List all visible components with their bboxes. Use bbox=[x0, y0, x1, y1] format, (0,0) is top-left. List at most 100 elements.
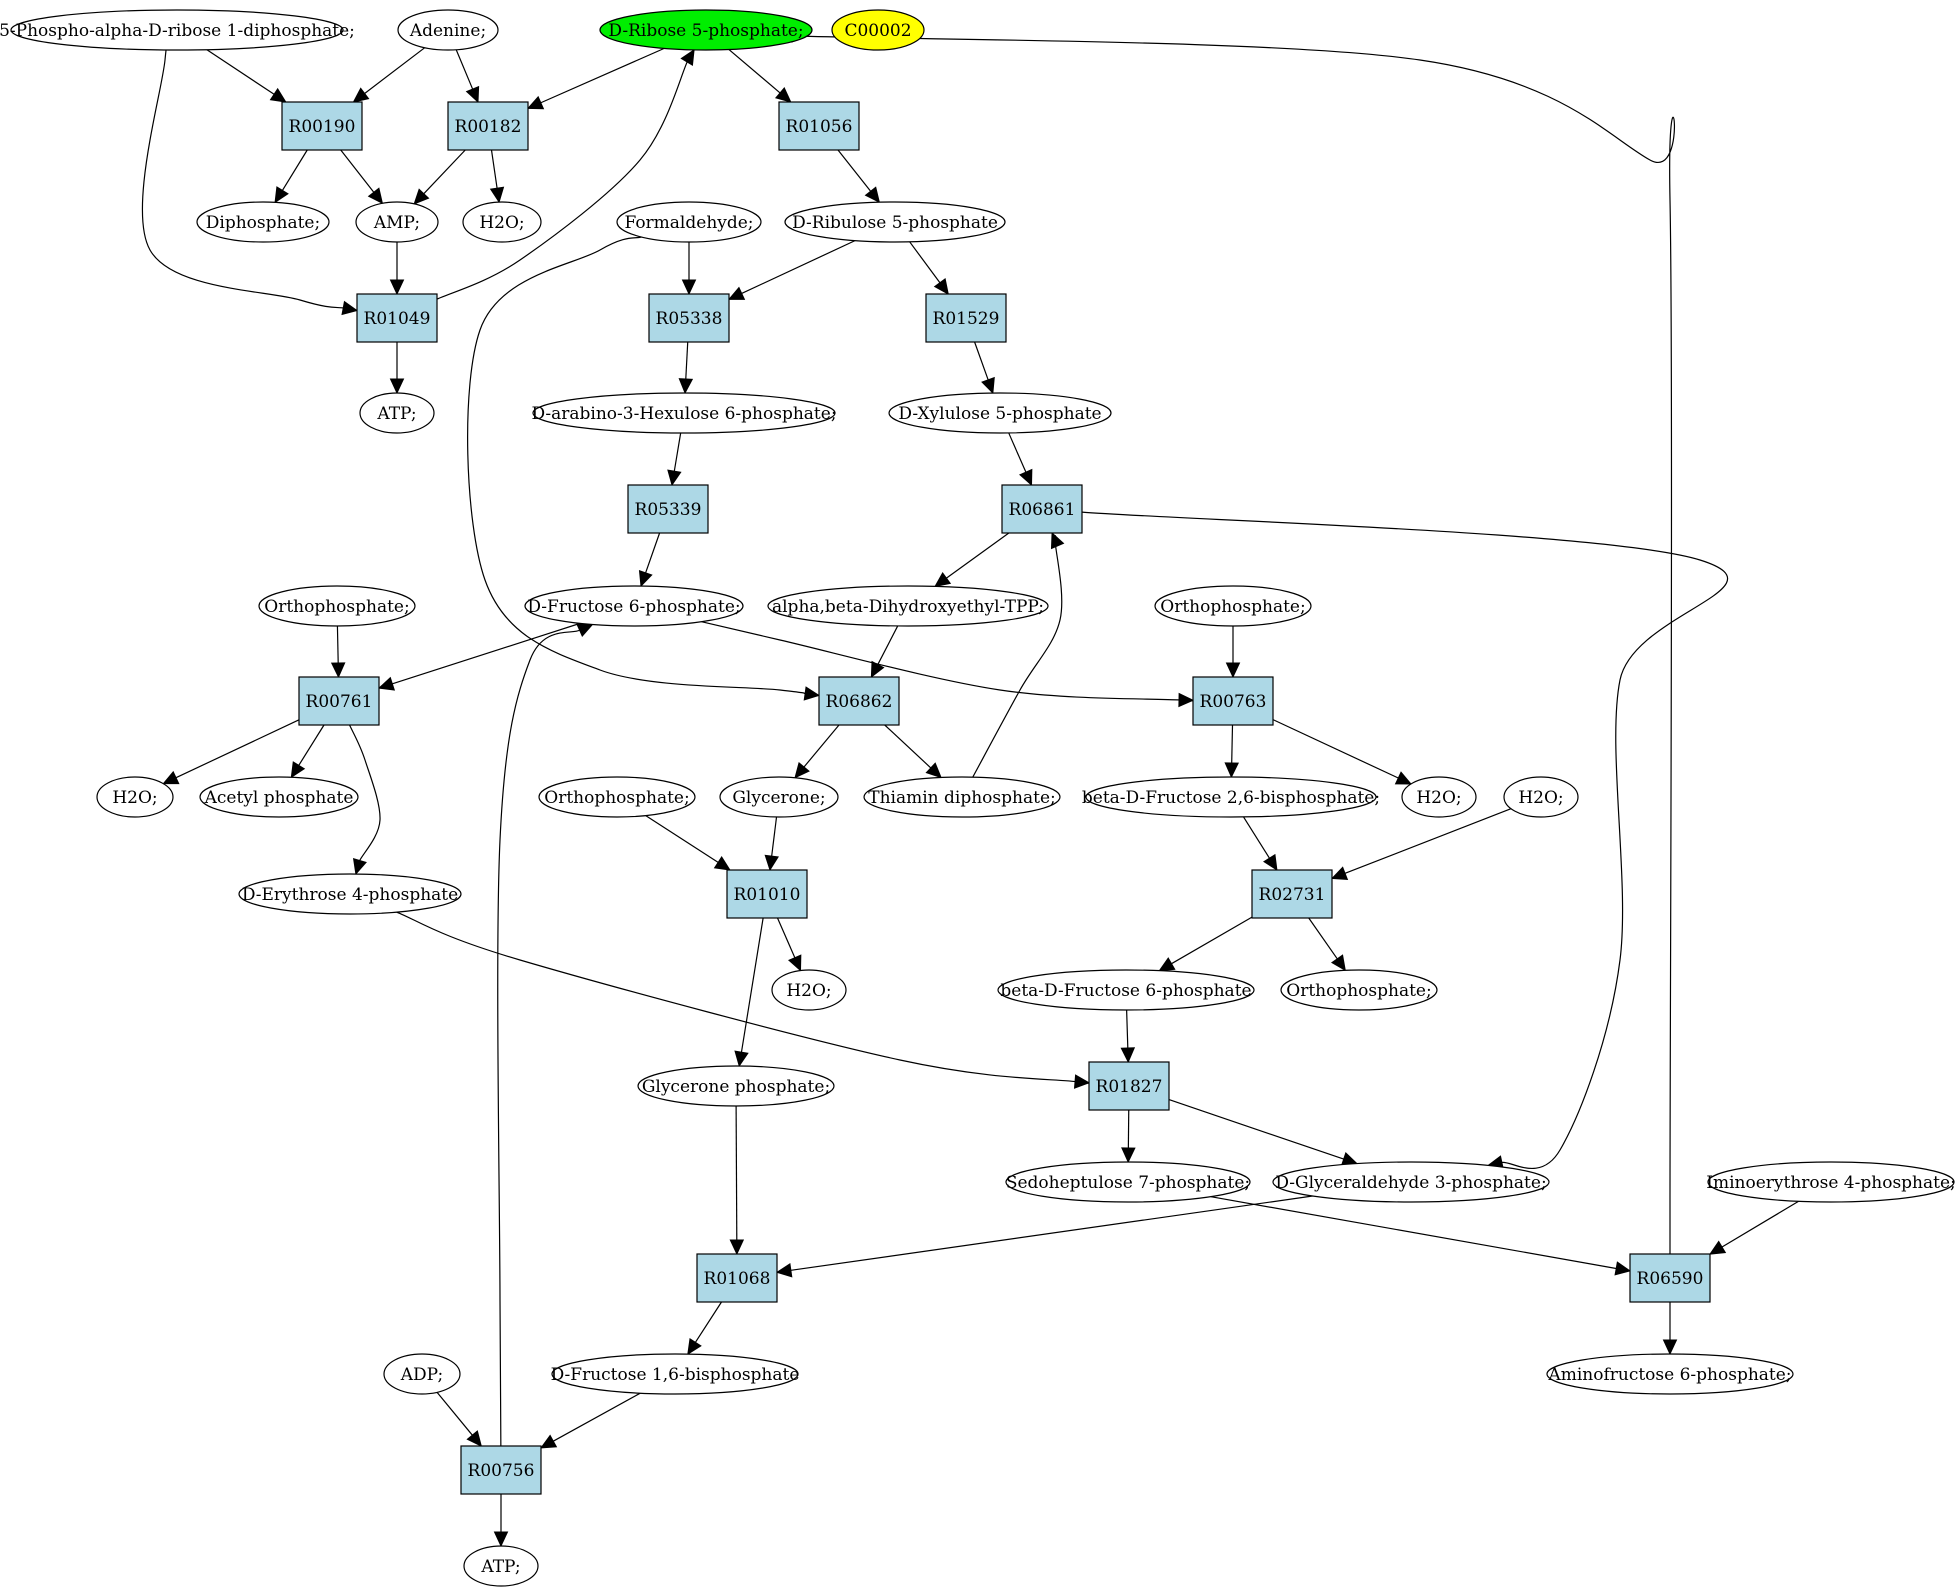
compound-node-atp_a[interactable]: ATP; bbox=[359, 392, 435, 434]
compound-node-ortho_c[interactable]: Orthophosphate; bbox=[538, 776, 696, 818]
compound-node-formaldehyde[interactable]: Formaldehyde; bbox=[616, 201, 762, 243]
node-label: Aminofructose 6-phosphate; bbox=[1547, 1365, 1791, 1385]
node-label: R00182 bbox=[455, 117, 522, 137]
edge-adenine-to-R00182 bbox=[455, 49, 480, 104]
compound-ellipse bbox=[1272, 1161, 1550, 1203]
edge-prpp-to-R00190 bbox=[206, 49, 287, 103]
compound-ellipse bbox=[1707, 1161, 1955, 1203]
compound-ellipse bbox=[616, 201, 762, 243]
edge-f6p-to-R00761 bbox=[377, 622, 581, 691]
node-label: Orthophosphate; bbox=[1160, 597, 1305, 617]
compound-ellipse bbox=[719, 776, 839, 818]
compound-ellipse bbox=[538, 776, 696, 818]
compound-node-amp[interactable]: AMP; bbox=[355, 201, 439, 243]
node-label: R01068 bbox=[704, 1269, 771, 1289]
compound-ellipse bbox=[199, 776, 359, 818]
edge-R06862-to-glycerone bbox=[794, 724, 840, 779]
reaction-node-R01010[interactable]: R01010 bbox=[726, 869, 808, 919]
compound-node-tpp_ab[interactable]: alpha,beta-Dihydroxyethyl-TPP; bbox=[767, 585, 1049, 627]
compound-node-c00002[interactable]: C00002 bbox=[831, 9, 925, 51]
reaction-box bbox=[696, 1253, 778, 1303]
edge-R06590-to-aminofru bbox=[1662, 1302, 1678, 1356]
compound-node-aminofru[interactable]: Aminofructose 6-phosphate; bbox=[1546, 1353, 1794, 1395]
node-label: C00002 bbox=[844, 21, 911, 41]
compound-ellipse bbox=[383, 1353, 461, 1395]
compound-node-glycerone[interactable]: Glycerone; bbox=[719, 776, 839, 818]
node-label: R02731 bbox=[1259, 885, 1326, 905]
reaction-node-R01056[interactable]: R01056 bbox=[778, 101, 860, 151]
node-label: Orthophosphate; bbox=[544, 788, 689, 808]
reaction-node-R00756[interactable]: R00756 bbox=[460, 1445, 542, 1495]
compound-node-r5p[interactable]: D-Ribose 5-phosphate; bbox=[599, 9, 813, 51]
compound-node-ru5p[interactable]: D-Ribulose 5-phosphate bbox=[784, 201, 1006, 243]
compound-node-adp[interactable]: ADP; bbox=[383, 1353, 461, 1395]
edge-h2o_d-to-R02731 bbox=[1330, 808, 1512, 880]
reaction-node-R06861[interactable]: R06861 bbox=[1001, 484, 1083, 534]
compound-node-prpp[interactable]: 5-Phospho-alpha-D-ribose 1-diphosphate; bbox=[0, 9, 355, 51]
compound-node-e4p[interactable]: D-Erythrose 4-phosphate bbox=[238, 873, 462, 915]
compound-node-bf26bp[interactable]: beta-D-Fructose 2,6-bisphosphate; bbox=[1082, 776, 1380, 818]
reaction-node-R01529[interactable]: R01529 bbox=[925, 293, 1007, 343]
compound-ellipse bbox=[1546, 1353, 1794, 1395]
node-label: Glycerone; bbox=[732, 788, 825, 808]
edge-R00763-to-h2o_c bbox=[1272, 719, 1413, 785]
compound-node-h2o_b[interactable]: H2O; bbox=[96, 776, 174, 818]
edge-R00756-to-f6p bbox=[497, 623, 594, 1447]
node-label: Glycerone phosphate; bbox=[642, 1077, 830, 1097]
node-label: beta-D-Fructose 6-phosphate bbox=[1000, 981, 1251, 1001]
edge-ortho_c-to-R01010 bbox=[645, 815, 731, 871]
compound-ellipse bbox=[355, 201, 439, 243]
compound-node-tpp[interactable]: Thiamin diphosphate; bbox=[863, 776, 1061, 818]
compound-node-s7p[interactable]: Sedoheptulose 7-phosphate; bbox=[1005, 1161, 1251, 1203]
reaction-node-R00190[interactable]: R00190 bbox=[281, 101, 363, 151]
reaction-node-R00761[interactable]: R00761 bbox=[298, 676, 380, 726]
compound-node-h2o_c[interactable]: H2O; bbox=[1401, 776, 1477, 818]
compound-ellipse bbox=[1503, 776, 1579, 818]
compound-node-atp_b[interactable]: ATP; bbox=[463, 1545, 539, 1587]
compound-node-fbp[interactable]: D-Fructose 1,6-bisphosphate bbox=[551, 1353, 800, 1395]
reaction-node-R05339[interactable]: R05339 bbox=[627, 484, 709, 534]
node-label: Orthophosphate; bbox=[264, 597, 409, 617]
compound-node-f6p[interactable]: D-Fructose 6-phosphate; bbox=[524, 585, 744, 627]
node-label: D-Ribose 5-phosphate; bbox=[608, 21, 803, 41]
node-label: Adenine; bbox=[409, 21, 486, 41]
compound-node-dhap[interactable]: Glycerone phosphate; bbox=[637, 1065, 835, 1107]
compound-node-bf6p[interactable]: beta-D-Fructose 6-phosphate bbox=[997, 969, 1255, 1011]
reaction-node-R01068[interactable]: R01068 bbox=[696, 1253, 778, 1303]
nodes-layer: 5-Phospho-alpha-D-ribose 1-diphosphate; A… bbox=[0, 9, 1956, 1587]
compound-node-h2o_a[interactable]: H2O; bbox=[462, 201, 542, 243]
edge-formaldehyde-to-R06862 bbox=[467, 236, 821, 701]
compound-node-iminoery[interactable]: Iminoerythrose 4-phosphate; bbox=[1706, 1161, 1956, 1203]
reaction-node-R00182[interactable]: R00182 bbox=[447, 101, 529, 151]
node-label: Diphosphate; bbox=[206, 213, 320, 233]
reaction-node-R06590[interactable]: R06590 bbox=[1629, 1253, 1711, 1303]
compound-node-ortho_b[interactable]: Orthophosphate; bbox=[1154, 585, 1312, 627]
reaction-box bbox=[447, 101, 529, 151]
reaction-node-R01049[interactable]: R01049 bbox=[356, 293, 438, 343]
edge-ortho_b-to-R00763 bbox=[1225, 626, 1241, 679]
compound-node-ortho_a[interactable]: Orthophosphate; bbox=[258, 585, 416, 627]
node-label: H2O; bbox=[112, 788, 157, 808]
reaction-node-R06862[interactable]: R06862 bbox=[818, 676, 900, 726]
edge-R00761-to-e4p bbox=[349, 724, 381, 876]
node-label: R01049 bbox=[364, 309, 431, 329]
reaction-node-R01827[interactable]: R01827 bbox=[1088, 1061, 1170, 1111]
edge-R01010-to-h2o_e bbox=[776, 917, 802, 972]
node-label: alpha,beta-Dihydroxyethyl-TPP; bbox=[772, 597, 1044, 617]
edge-R00761-to-h2o_b bbox=[162, 719, 300, 785]
reaction-node-R00763[interactable]: R00763 bbox=[1192, 676, 1274, 726]
reaction-node-R05338[interactable]: R05338 bbox=[648, 293, 730, 343]
compound-node-diphosphate[interactable]: Diphosphate; bbox=[196, 201, 330, 243]
node-label: Orthophosphate; bbox=[1286, 981, 1431, 1001]
edge-R00761-to-acetylp bbox=[290, 724, 325, 779]
reaction-box bbox=[818, 676, 900, 726]
compound-node-h2o_d[interactable]: H2O; bbox=[1503, 776, 1579, 818]
compound-node-h2o_e[interactable]: H2O; bbox=[771, 969, 847, 1011]
compound-node-ortho_d[interactable]: Orthophosphate; bbox=[1280, 969, 1438, 1011]
compound-node-hexulose[interactable]: D-arabino-3-Hexulose 6-phosphate; bbox=[531, 392, 837, 434]
reaction-node-R02731[interactable]: R02731 bbox=[1251, 869, 1333, 919]
compound-node-gap[interactable]: D-Glyceraldehyde 3-phosphate; bbox=[1272, 1161, 1550, 1203]
compound-node-acetylp[interactable]: Acetyl phosphate bbox=[199, 776, 359, 818]
compound-node-adenine[interactable]: Adenine; bbox=[397, 9, 499, 51]
compound-node-xu5p[interactable]: D-Xylulose 5-phosphate bbox=[888, 392, 1112, 434]
